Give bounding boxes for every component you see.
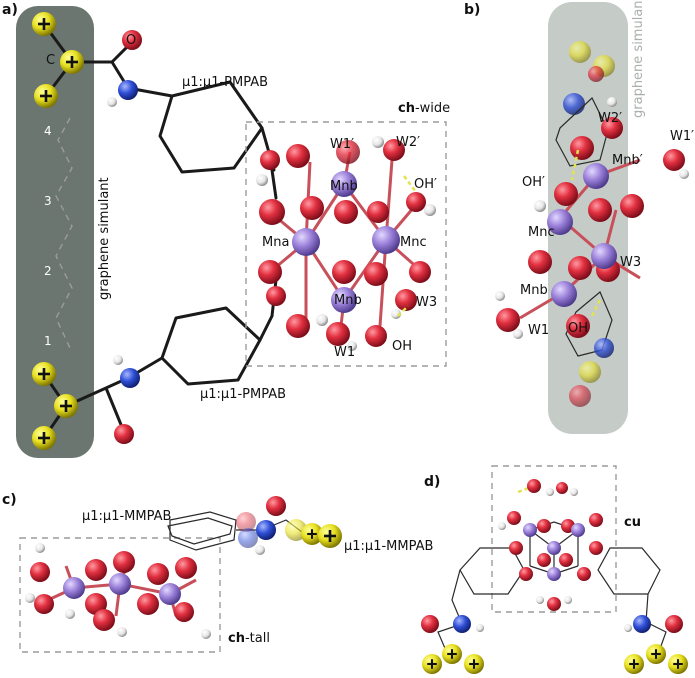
nitrogen-atom [118,80,138,100]
mn-atom [591,243,617,269]
cu-title: cu [624,515,641,530]
mn-atom [109,573,131,595]
label-w1p: W1′ [330,137,354,152]
label-w2p: W2′ [396,135,420,150]
mn-atom [571,523,585,537]
graphene-bar-a [16,6,94,458]
carbon-label: C [46,53,55,68]
ch-tall-box [19,537,221,653]
label-b-w2p: W2′ [598,111,622,126]
mn-atom [372,226,400,254]
oxygen-label: O [126,33,136,48]
label-b-ohp: OH′ [522,175,545,190]
mn-atom [331,287,357,313]
chain-num-3: 3 [44,194,52,208]
ch-wide-title: ch-wide [398,101,450,116]
nitrogen-atom [120,368,140,388]
label-mna: Mna [262,235,289,250]
mn-atom [583,163,609,189]
benzene-ring [597,547,661,595]
mn-atom [547,541,561,555]
label-w3: W3 [416,295,437,310]
panel-d-label: d) [424,474,440,490]
label-b-mnc: Mnc [528,225,555,240]
panel-c: c) μ1:μ1-MMPAB ch-tall [2,492,342,653]
label-mnb-bottom: Mnb [334,293,362,308]
ligand-top-label: μ1:μ1-PMPAB [182,75,268,90]
mn-atom [547,567,561,581]
label-b-w1: W1 [528,323,549,338]
label-b-w3: W3 [620,255,641,270]
label-b-mnbp: Mnb′ [612,153,643,168]
chain-num-1: 1 [44,334,52,348]
label-mnc: Mnc [400,235,427,250]
panel-a: a) graphene simulant 4 3 2 1 C O μ1:μ1-P… [2,2,450,458]
cu-box [491,465,617,613]
mn-atom [523,523,537,537]
ligand-c-label: μ1:μ1-MMPAB [82,509,171,524]
hydrogen-atom [107,97,117,107]
chain-num-4: 4 [44,124,52,138]
ch-tall-title: ch-tall [228,631,270,646]
benzene-ring [169,511,237,551]
label-b-oh: OH [568,321,588,336]
panel-d: d) μ1:μ1-MMPAB cu [344,465,688,674]
mn-atom [292,228,320,256]
mn-atom [547,209,573,235]
label-w1: W1 [334,345,355,360]
label-b-w1p: W1′ [670,129,694,144]
label-ohp: OH′ [414,177,437,192]
ligand-bottom-label: μ1:μ1-PMPAB [200,387,286,402]
alkyl-chain [55,117,73,349]
panel-c-label: c) [2,492,17,508]
chain-num-2: 2 [44,264,52,278]
mn-atom [551,281,577,307]
ligand-d-label: μ1:μ1-MMPAB [344,539,433,554]
hydrogen-atom [113,355,123,365]
oxygen-atom [114,424,134,444]
label-oh: OH [392,339,412,354]
label-b-mnb: Mnb [520,283,548,298]
mn-atom [63,577,85,599]
panel-b-label: b) [464,2,480,18]
label-mnb-top: Mnb [330,179,358,194]
graphene-label-b: graphene simulant [631,0,646,118]
benzene-ring [158,80,264,174]
graphene-label-a: graphene simulant [97,177,112,300]
panel-b: b) graphene simulant [464,0,694,434]
ch-wide-box [245,121,447,367]
oxygen-atom [122,30,142,50]
mn-atom [331,171,357,197]
mn-atom [159,583,181,605]
panel-a-label: a) [2,2,18,18]
